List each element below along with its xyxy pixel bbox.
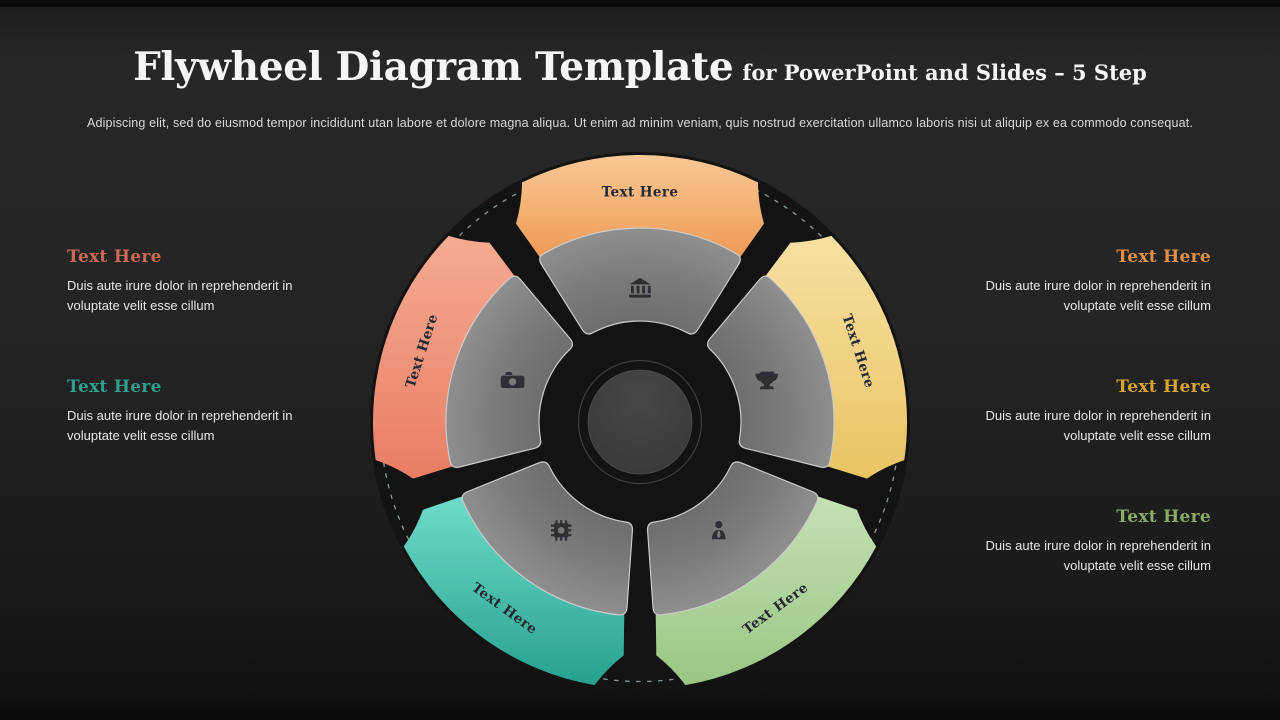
flywheel-inner-segment-left	[445, 275, 574, 468]
text-block-right-3: Text Here Duis aute irure dolor in repre…	[959, 507, 1211, 576]
title-subtitle: for PowerPoint and Slides – 5 Step	[742, 60, 1147, 85]
slide-bottom-edge	[0, 713, 1280, 720]
slide-top-edge	[0, 0, 1280, 7]
text-block-right-1: Text Here Duis aute irure dolor in repre…	[959, 247, 1211, 316]
text-block-body: Duis aute irure dolor in reprehenderit i…	[67, 408, 293, 444]
flywheel-segment-label: Text Here	[602, 185, 679, 201]
camera-icon	[500, 372, 525, 388]
text-block-body: Duis aute irure dolor in reprehenderit i…	[67, 278, 293, 314]
text-block-heading: Text Here	[1116, 507, 1211, 527]
text-block-body: Duis aute irure dolor in reprehenderit i…	[985, 538, 1211, 574]
text-block-left-2: Text Here Duis aute irure dolor in repre…	[67, 377, 319, 446]
bank-icon	[629, 277, 651, 298]
text-block-heading: Text Here	[1116, 377, 1211, 397]
text-block-heading: Text Here	[1116, 247, 1211, 267]
text-block-right-2: Text Here Duis aute irure dolor in repre…	[959, 377, 1211, 446]
hub-outline-ring	[577, 359, 703, 485]
hub-center-circle	[587, 369, 693, 475]
user-icon	[712, 521, 726, 540]
text-block-heading: Text Here	[67, 247, 162, 267]
slide-description: Adipiscing elit, sed do eiusmod tempor i…	[87, 116, 1193, 130]
title-main: Flywheel Diagram Template	[133, 44, 734, 90]
trophy-icon	[755, 371, 778, 390]
page-title: Flywheel Diagram Template for PowerPoint …	[0, 46, 1280, 89]
flywheel-segment-left	[372, 235, 515, 479]
flywheel-inner-segment-bottom-left	[461, 461, 634, 616]
flywheel-segment-bottom-left	[403, 496, 625, 686]
flywheel-segment-top	[516, 154, 764, 258]
text-block-body: Duis aute irure dolor in reprehenderit i…	[985, 278, 1211, 314]
flywheel-segment-bottom-right	[655, 496, 877, 686]
text-block-heading: Text Here	[67, 377, 162, 397]
text-block-body: Duis aute irure dolor in reprehenderit i…	[985, 408, 1211, 444]
flywheel-inner-segment-bottom-right	[646, 461, 819, 616]
flywheel-segment-right	[765, 235, 908, 479]
text-block-left-1: Text Here Duis aute irure dolor in repre…	[67, 247, 319, 316]
chip-icon	[551, 520, 572, 541]
